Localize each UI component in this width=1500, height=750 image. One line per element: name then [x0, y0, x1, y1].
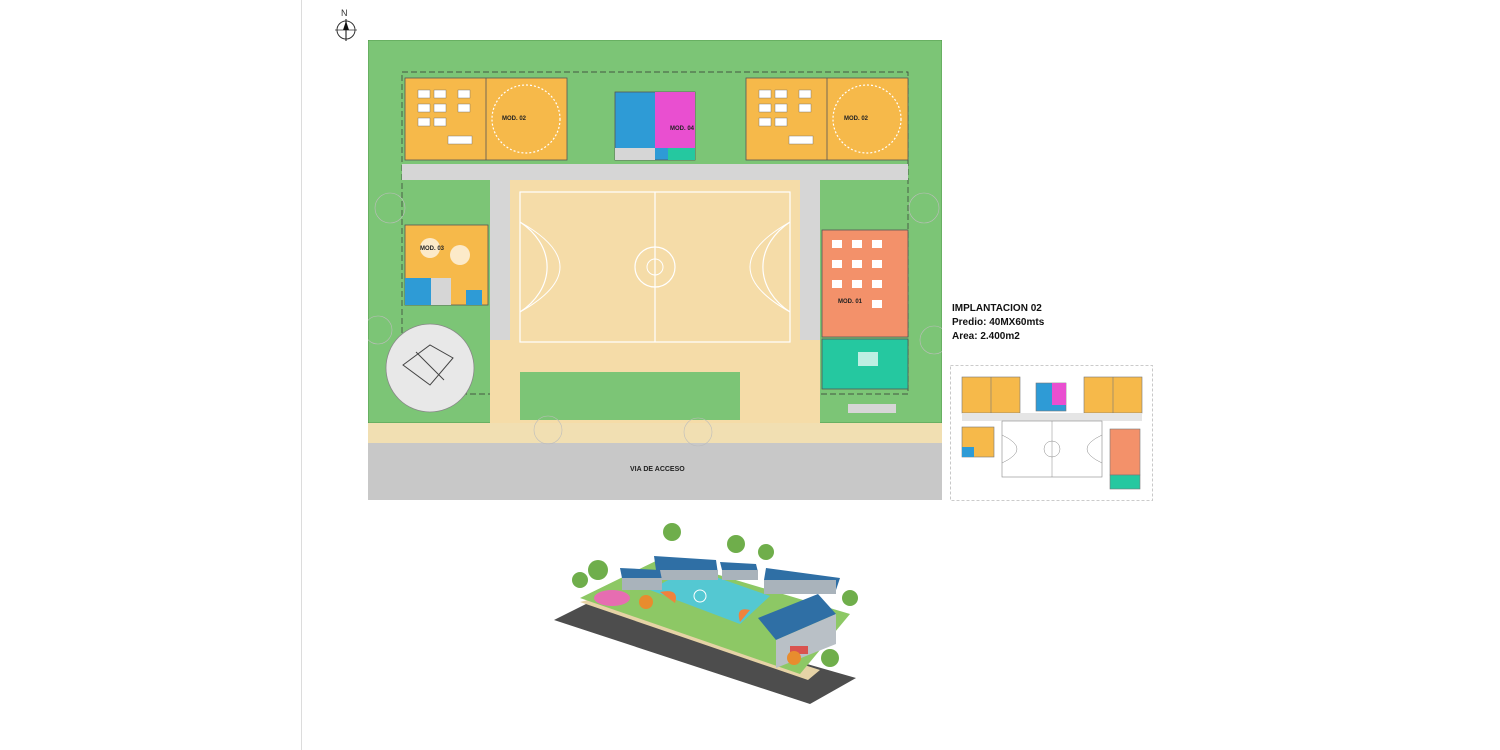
- sidewalk: [368, 423, 942, 443]
- render-road: [554, 602, 856, 704]
- module-03-label: MOD. 03: [420, 246, 445, 252]
- top-walkway: [402, 164, 908, 180]
- module-01-label: MOD. 01: [838, 299, 863, 305]
- key-plan: [950, 365, 1153, 501]
- module-02-left-label: MOD. 02: [502, 116, 527, 122]
- render-court: [650, 568, 770, 624]
- site-info: IMPLANTACION 02 Predio: 40MX60mts Area: …: [952, 302, 1044, 344]
- playground: [385, 323, 475, 413]
- north-arrow-icon: [335, 19, 357, 41]
- site-plan-drawing: MOD. 02 MOD. 04 MOD. 02 MOD. 03: [368, 40, 942, 500]
- north-arrow: N: [333, 8, 359, 44]
- site-3d-render-image: [554, 523, 858, 704]
- key-plan-drawing: [950, 365, 1153, 501]
- site-plan: MOD. 02 MOD. 04 MOD. 02 MOD. 03: [368, 40, 942, 500]
- site-3d-render: [550, 518, 862, 714]
- site-info-title: IMPLANTACION 02: [952, 303, 1042, 314]
- site-info-lot: Predio: 40MX60mts: [952, 317, 1045, 328]
- module-02-right-label: MOD. 02: [844, 116, 869, 122]
- site-info-area: Area: 2.400m2: [952, 331, 1020, 342]
- front-green: [520, 372, 740, 420]
- road-label: VIA DE ACCESO: [630, 466, 685, 473]
- module-04-label: MOD. 04: [670, 126, 695, 132]
- left-walkway: [490, 180, 510, 345]
- access-road: [368, 443, 942, 500]
- right-walkway: [800, 180, 820, 345]
- render-building-front-right: [758, 594, 836, 640]
- render-playground: [594, 590, 630, 606]
- north-label: N: [341, 8, 348, 18]
- render-building-back-left: [654, 556, 718, 574]
- page-margin-line: [301, 0, 302, 750]
